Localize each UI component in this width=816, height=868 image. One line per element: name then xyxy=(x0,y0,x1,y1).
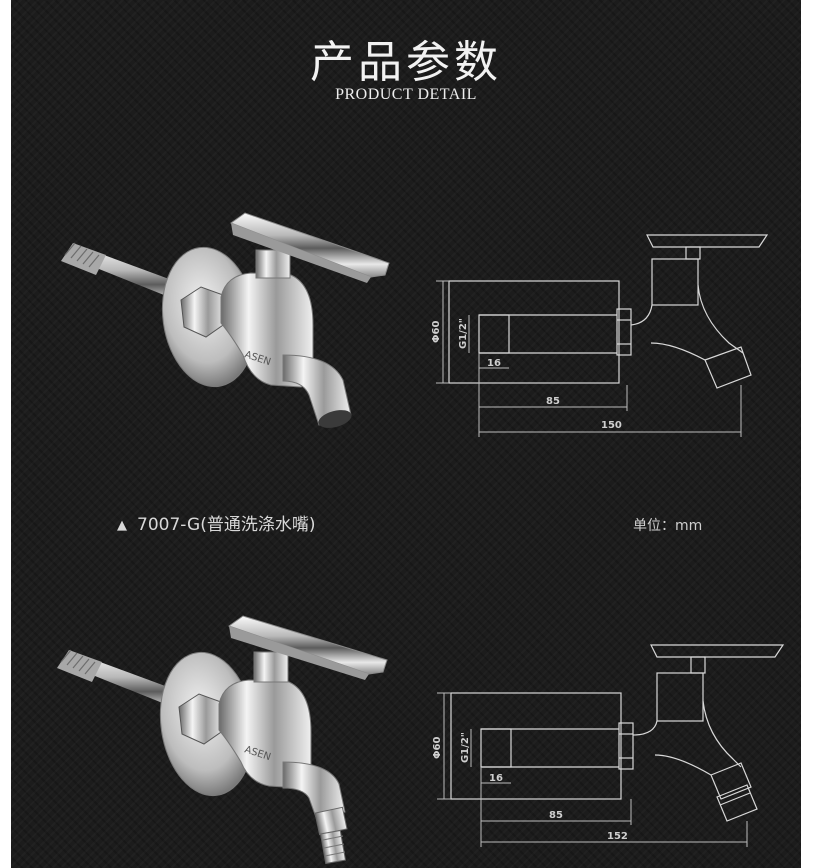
diameter-label-1: Φ60 xyxy=(431,321,442,343)
dimension-drawing-1: Φ60 G1/2" 16 85 150 xyxy=(431,234,769,437)
product-caption: ▲ 7007-G(普通洗涤水嘴) xyxy=(117,510,315,535)
unit-label: 单位：mm xyxy=(633,518,703,534)
body-length-label-1: 85 xyxy=(546,396,560,407)
dimension-drawing-2: Φ60 G1/2" 16 85 152 xyxy=(432,644,785,847)
thread-length-label-1: 16 xyxy=(487,358,501,369)
faucet-photo-1: ASEN xyxy=(61,212,390,428)
page-title: 产品参数 xyxy=(310,37,502,88)
total-length-label-2: 152 xyxy=(607,831,628,842)
triangle-icon: ▲ xyxy=(117,518,127,533)
total-length-label-1: 150 xyxy=(601,420,622,431)
diameter-label-2: Φ60 xyxy=(432,737,443,759)
thread-label-2: G1/2" xyxy=(460,732,471,763)
product-detail-panel: 产品参数 PRODUCT DETAIL xyxy=(11,0,801,868)
thread-label-1: G1/2" xyxy=(458,318,469,349)
product-caption-text: 7007-G(普通洗涤水嘴) xyxy=(137,515,316,535)
body-length-label-2: 85 xyxy=(549,810,563,821)
page-subtitle: PRODUCT DETAIL xyxy=(335,86,477,103)
faucet-photo-2: ASEN xyxy=(57,615,388,865)
thread-length-label-2: 16 xyxy=(489,773,503,784)
